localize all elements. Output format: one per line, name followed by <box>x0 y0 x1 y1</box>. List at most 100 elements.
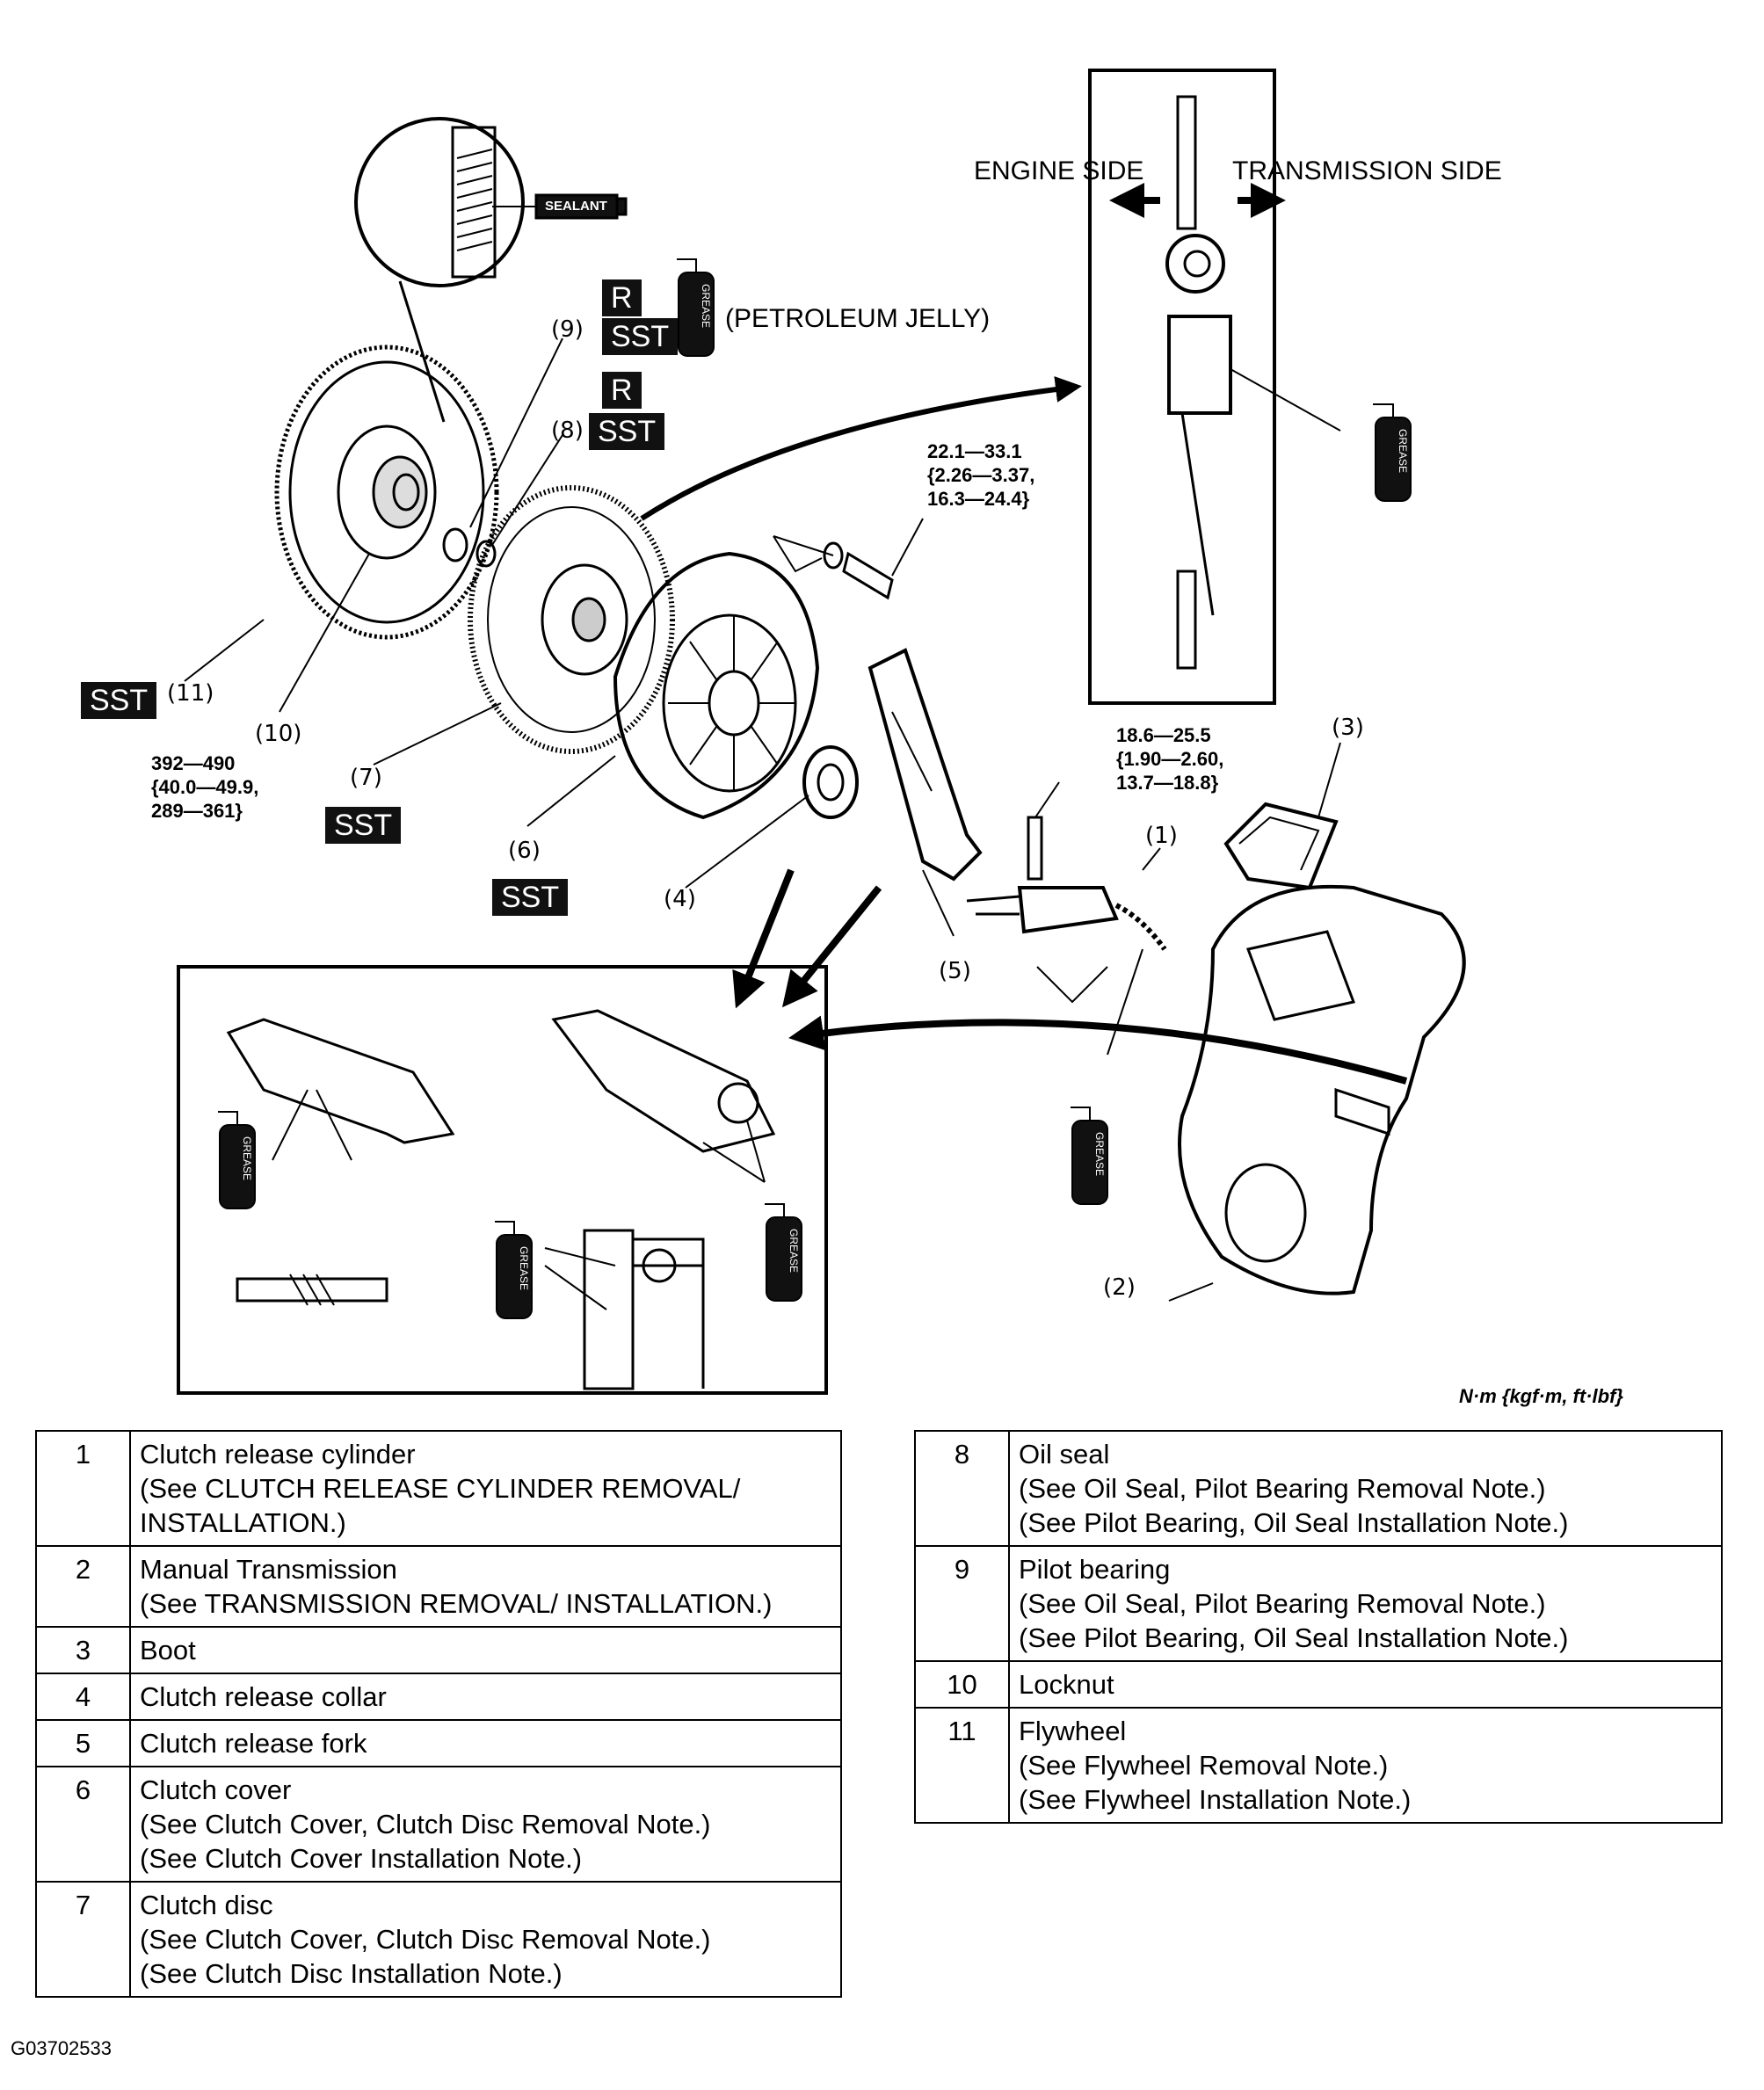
part-name: Clutch release cylinder <box>140 1439 416 1470</box>
part-number: 1 <box>35 1430 131 1547</box>
part-number: 8 <box>914 1430 1010 1547</box>
callout-4: (4) <box>664 886 696 912</box>
part-description: Clutch release cylinder(See CLUTCH RELEA… <box>129 1430 842 1547</box>
callout-2: (2) <box>1103 1274 1136 1301</box>
part-number: 11 <box>914 1707 1010 1824</box>
cylinder-bolt-drawing <box>1027 816 1043 881</box>
grease-label: GREASE <box>788 1228 801 1274</box>
part-description: Clutch cover (See Clutch Cover, Clutch Di… <box>129 1766 842 1883</box>
part-note: (See TRANSMISSION REMOVAL/ INSTALLATION.… <box>140 1588 773 1619</box>
transmission-side-label: TRANSMISSION SIDE <box>1232 156 1502 185</box>
clutch-exploded-diagram <box>177 69 1466 1395</box>
part-name: Flywheel <box>1019 1716 1127 1746</box>
parts-row: 5 Clutch release fork <box>35 1719 842 1767</box>
part-note: (See Clutch Cover Installation Note.) <box>140 1843 583 1874</box>
sst-badge: SST <box>602 318 679 355</box>
part-name: Clutch release fork <box>140 1728 367 1759</box>
grease-can-icon <box>218 1111 256 1209</box>
torque-release-cylinder-bolt: 18.6—25.5 {1.90—2.60, 13.7—18.8} <box>1116 724 1224 794</box>
part-number: 7 <box>35 1881 131 1998</box>
part-note: (See Flywheel Installation Note.) <box>1019 1784 1412 1815</box>
torque-units-label: N·m {kgf·m, ft·lbf} <box>1459 1385 1623 1407</box>
sst-badge: SST <box>492 879 569 916</box>
sst-badge: SST <box>589 413 665 450</box>
part-number: 2 <box>35 1545 131 1628</box>
part-note: (See Oil Seal, Pilot Bearing Removal Not… <box>1019 1473 1546 1504</box>
release-fork-drawing <box>867 648 983 882</box>
part-number: 6 <box>35 1766 131 1883</box>
clutch-cover-drawing <box>613 551 820 820</box>
engine-side-label: ENGINE SIDE <box>974 156 1144 185</box>
flywheel-drawing <box>274 345 499 640</box>
torque-cover-bolt: 22.1—33.1 {2.26—3.37, 16.3—24.4} <box>927 440 1035 510</box>
part-description: Oil seal(See Oil Seal, Pilot Bearing Rem… <box>1008 1430 1723 1547</box>
oil-seal-drawing <box>475 540 497 568</box>
sealant-label: SEALANT <box>545 199 607 214</box>
part-number: 5 <box>35 1719 131 1767</box>
sst-badge: SST <box>325 807 402 844</box>
grease-label: GREASE <box>518 1245 531 1291</box>
callout-8: (8) <box>551 417 584 444</box>
part-number: 10 <box>914 1660 1010 1709</box>
part-name: Pilot bearing <box>1019 1554 1171 1585</box>
cover-bolt-drawing <box>773 518 924 600</box>
part-description: Manual Transmission(See TRANSMISSION REM… <box>129 1545 842 1628</box>
grease-label: GREASE <box>241 1136 254 1181</box>
part-description: Clutch release collar <box>129 1673 842 1721</box>
parts-row: 10 Locknut <box>914 1660 1723 1709</box>
pilot-bearing-drawing <box>442 527 468 562</box>
release-cylinder-drawing <box>966 847 1167 1056</box>
part-description: Boot <box>129 1626 842 1674</box>
part-number: 3 <box>35 1626 131 1674</box>
sealant-detail-magnifier <box>354 117 628 423</box>
part-name: Manual Transmission <box>140 1554 397 1585</box>
r-badge: R <box>602 279 642 316</box>
part-description: Clutch release fork <box>129 1719 842 1767</box>
grease-can-icon <box>677 258 715 357</box>
figure-id: G03702533 <box>11 2037 112 2059</box>
callout-10: (10) <box>255 721 302 747</box>
release-collar-drawing <box>802 745 859 819</box>
sst-badge: SST <box>81 682 157 719</box>
grease-detail-inset <box>177 965 828 1395</box>
boot-drawing <box>1223 742 1341 890</box>
part-name: Oil seal <box>1019 1439 1110 1470</box>
part-name: Locknut <box>1019 1669 1114 1700</box>
callout-1: (1) <box>1145 823 1178 849</box>
part-note: (See Pilot Bearing, Oil Seal Installatio… <box>1019 1622 1569 1653</box>
callout-9: (9) <box>551 316 584 343</box>
grease-detail-drawings <box>226 1009 776 1390</box>
petroleum-jelly-label: (PETROLEUM JELLY) <box>725 304 991 333</box>
part-note: (See Clutch Cover, Clutch Disc Removal N… <box>140 1809 711 1840</box>
grease-can-icon <box>765 1203 802 1302</box>
part-number: 4 <box>35 1673 131 1721</box>
callout-11: (11) <box>167 680 214 707</box>
callout-3: (3) <box>1332 715 1364 741</box>
grease-label: GREASE <box>1093 1131 1107 1177</box>
part-number: 9 <box>914 1545 1010 1662</box>
part-description: Pilot bearing(See Oil Seal, Pilot Bearin… <box>1008 1545 1723 1662</box>
fork-section-inset <box>1088 69 1276 705</box>
part-name: Clutch disc <box>140 1890 273 1920</box>
part-note: (See CLUTCH RELEASE CYLINDER REMOVAL/ <box>140 1473 741 1504</box>
transmission-housing-drawing <box>1168 884 1466 1302</box>
part-note: (See Clutch Cover, Clutch Disc Removal N… <box>140 1924 711 1955</box>
part-note: (See Clutch Disc Installation Note.) <box>140 1958 563 1989</box>
clutch-disc-drawing <box>468 485 675 754</box>
part-note: (See Oil Seal, Pilot Bearing Removal Not… <box>1019 1588 1546 1619</box>
part-description: Flywheel(See Flywheel Removal Note.)(See… <box>1008 1707 1723 1824</box>
part-description: Locknut <box>1008 1660 1723 1709</box>
grease-can-icon <box>1071 1107 1108 1205</box>
parts-row: 7 Clutch disc (See Clutch Cover, Clutch Di… <box>35 1881 842 1998</box>
part-note: (See Pilot Bearing, Oil Seal Installatio… <box>1019 1507 1569 1538</box>
part-name: Clutch cover <box>140 1774 292 1805</box>
fork-section-drawing <box>1165 95 1341 670</box>
callout-5: (5) <box>939 958 971 984</box>
callout-6: (6) <box>508 838 541 864</box>
